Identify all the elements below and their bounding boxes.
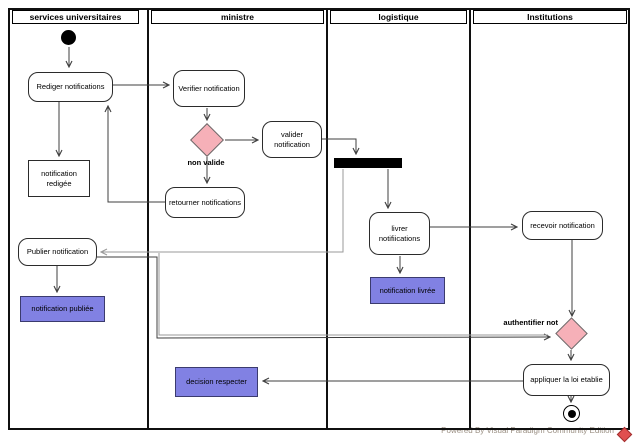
lane-header-label: services universitaires bbox=[29, 12, 122, 22]
activity-verifier-notification[interactable]: Verifier notification bbox=[173, 70, 245, 107]
object-notification-redigee[interactable]: notification redigée bbox=[28, 160, 90, 197]
object-notification-publiee[interactable]: notification publiée bbox=[20, 296, 105, 322]
lane-header-logistique[interactable]: logistique bbox=[330, 10, 467, 24]
activity-label: Publier notification bbox=[26, 247, 89, 257]
watermark-text: Powered By Visual Paradigm Community Edi… bbox=[441, 426, 614, 435]
lane-header-ministre[interactable]: ministre bbox=[151, 10, 324, 24]
activity-label: retourner notifications bbox=[168, 197, 242, 207]
lane-divider-2 bbox=[326, 9, 328, 429]
activity-livrer-notifications[interactable]: livrer notifiications bbox=[369, 212, 430, 255]
activity-publier-notification[interactable]: Publier notification bbox=[18, 238, 97, 266]
lane-header-label: logistique bbox=[378, 12, 419, 22]
object-label: notification redigée bbox=[41, 168, 77, 188]
final-node[interactable] bbox=[563, 405, 580, 422]
guard-non-valide: non valide bbox=[187, 158, 225, 167]
activity-appliquer-la-loi[interactable]: appliquer la loi etablie bbox=[523, 364, 610, 396]
edge-valider-to-fork bbox=[322, 138, 356, 154]
guard-authentifier-not: authentifier not bbox=[503, 318, 558, 327]
object-label: notification publiée bbox=[31, 304, 94, 314]
edge-parallel-to-decision2 bbox=[158, 253, 548, 336]
object-decision-respecter[interactable]: decision respecter bbox=[175, 367, 258, 397]
lane-header-label: ministre bbox=[220, 12, 255, 22]
initial-node[interactable] bbox=[61, 30, 76, 45]
object-label: decision respecter bbox=[186, 377, 247, 387]
activity-label: Rediger notifications bbox=[36, 82, 105, 92]
activity-label: Verifier notification bbox=[178, 83, 240, 93]
fork-bar[interactable] bbox=[334, 158, 402, 168]
activity-retourner-notifications[interactable]: retourner notifications bbox=[165, 187, 245, 218]
edge-fork-to-publier bbox=[101, 169, 344, 252]
activity-label: appliquer la loi etablie bbox=[530, 375, 603, 385]
edge-publier-to-decision2 bbox=[97, 256, 550, 338]
activity-recevoir-notification[interactable]: recevoir notification bbox=[522, 211, 603, 240]
activity-valider-notification[interactable]: valider notification bbox=[262, 121, 322, 158]
final-node-dot bbox=[567, 409, 576, 418]
lane-header-label: Institutions bbox=[527, 12, 573, 22]
activity-rediger-notifications[interactable]: Rediger notifications bbox=[28, 72, 113, 102]
object-notification-livree[interactable]: notification livrée bbox=[370, 277, 445, 304]
activity-label: valider notification bbox=[274, 129, 310, 149]
lane-header-institutions[interactable]: Institutions bbox=[473, 10, 627, 24]
edge-retourner-to-rediger bbox=[108, 106, 165, 203]
lane-divider-1 bbox=[147, 9, 149, 429]
lane-header-services-universitaires[interactable]: services universitaires bbox=[12, 10, 139, 24]
activity-label: livrer notifiications bbox=[378, 223, 421, 243]
activity-label: recevoir notification bbox=[530, 220, 595, 230]
lane-divider-3 bbox=[469, 9, 471, 429]
object-label: notification livrée bbox=[379, 285, 436, 295]
